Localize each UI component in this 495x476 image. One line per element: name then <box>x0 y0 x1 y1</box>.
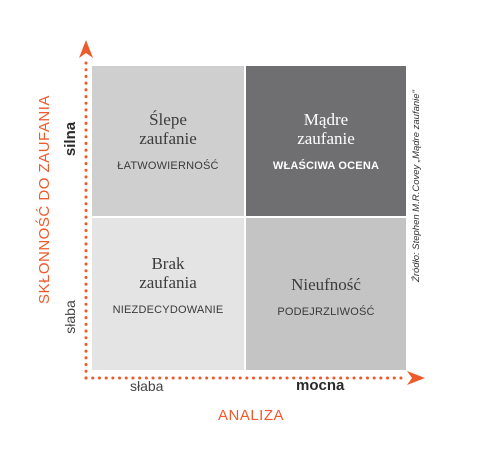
source-caption: Źródło: Stephen M.R.Covey „Mądre zaufani… <box>411 90 422 282</box>
quadrant-title: Ślepe zaufanie <box>139 110 197 148</box>
quadrant-title: Mądre zaufanie <box>297 110 355 148</box>
quadrant-smart-trust: Mądre zaufanie WŁAŚCIWA OCENA <box>246 66 406 216</box>
y-axis-arrow-icon <box>79 40 93 58</box>
x-axis-title: ANALIZA <box>217 407 285 424</box>
quadrant-blind-trust: Ślepe zaufanie ŁATWOWIERNOŚĆ <box>92 66 244 216</box>
quadrant-subtitle: WŁAŚCIWA OCENA <box>272 160 380 172</box>
y-axis-low-label: słaba <box>62 300 78 334</box>
quadrant-title: Brak zaufania <box>139 254 197 292</box>
x-axis-arrow-icon <box>407 371 425 385</box>
x-axis-low-label: słaba <box>130 378 164 394</box>
y-axis-high-label: silna <box>62 121 79 157</box>
y-axis-title: SKŁONNOŚĆ DO ZAUFANIA <box>36 95 53 304</box>
x-axis-high-label: mocna <box>296 377 345 394</box>
quadrant-no-trust: Brak zaufania NIEZDECYDOWANIE <box>92 218 244 370</box>
quadrant-title: Nieufność <box>291 274 361 294</box>
quadrant-subtitle: ŁATWOWIERNOŚĆ <box>117 160 219 172</box>
quadrant-subtitle: NIEZDECYDOWANIE <box>112 304 224 316</box>
quadrant-subtitle: PODEJRZLIWOŚĆ <box>277 305 375 318</box>
quadrant-distrust: Nieufność PODEJRZLIWOŚĆ <box>246 218 406 370</box>
